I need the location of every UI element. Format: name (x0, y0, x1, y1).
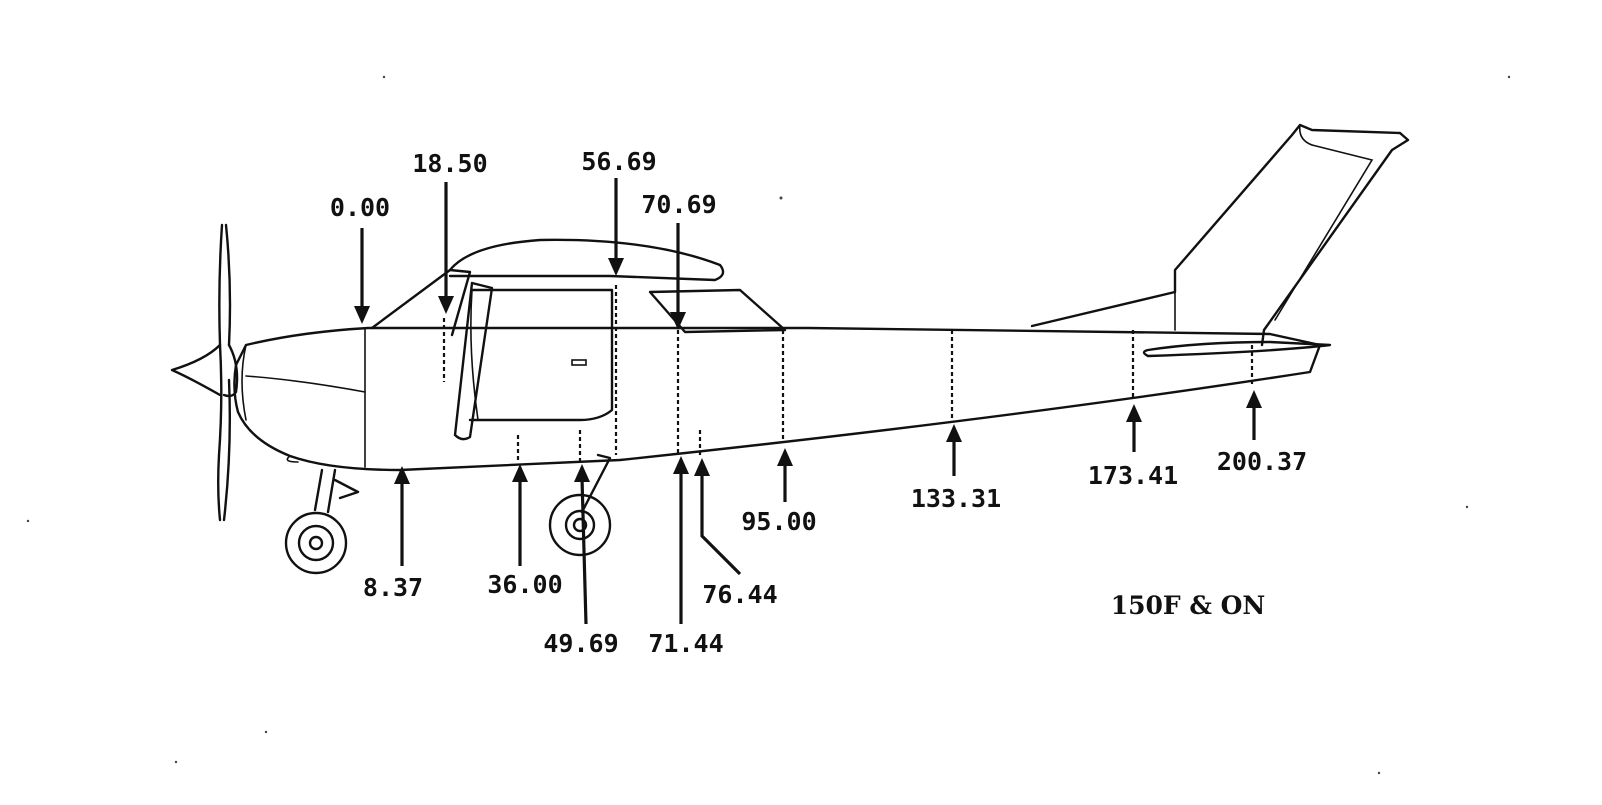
arrow-icon (574, 464, 590, 625)
propeller-icon (170, 223, 239, 522)
station-label: 200.37 (1217, 447, 1307, 476)
main-gear-icon (548, 453, 612, 557)
arrow-icon (777, 448, 793, 502)
arrow-icon (394, 466, 410, 566)
station-label: 76.44 (702, 580, 777, 609)
station-label: 49.69 (543, 629, 618, 658)
arrow-icon (608, 178, 624, 276)
station-label: 36.00 (487, 570, 562, 599)
arrow-icon (670, 223, 686, 330)
station-label: 95.00 (741, 507, 816, 536)
station-label: 71.44 (648, 629, 723, 658)
arrow-icon (694, 458, 742, 576)
station-labels: 0.00 18.50 56.69 70.69 8.37 36.00 49.69 … (330, 147, 1307, 658)
station-label: 133.31 (911, 484, 1001, 513)
arrow-icon (438, 182, 454, 314)
nose-gear-icon (284, 468, 360, 575)
aircraft-side-view-icon (170, 123, 1410, 575)
station-label: 8.37 (363, 573, 423, 602)
arrow-icon (354, 228, 370, 324)
arrow-icon (512, 464, 528, 566)
arrow-icon (1246, 390, 1262, 440)
arrow-icon (673, 456, 689, 624)
variant-note: 150F & ON (1111, 591, 1266, 620)
station-label: 18.50 (412, 149, 487, 178)
arrow-icon (1126, 404, 1142, 452)
station-arrows (354, 178, 1262, 625)
station-label: 56.69 (581, 147, 656, 176)
station-label: 173.41 (1088, 461, 1178, 490)
station-label: 70.69 (641, 190, 716, 219)
arrow-icon (946, 424, 962, 476)
station-label: 0.00 (330, 193, 390, 222)
